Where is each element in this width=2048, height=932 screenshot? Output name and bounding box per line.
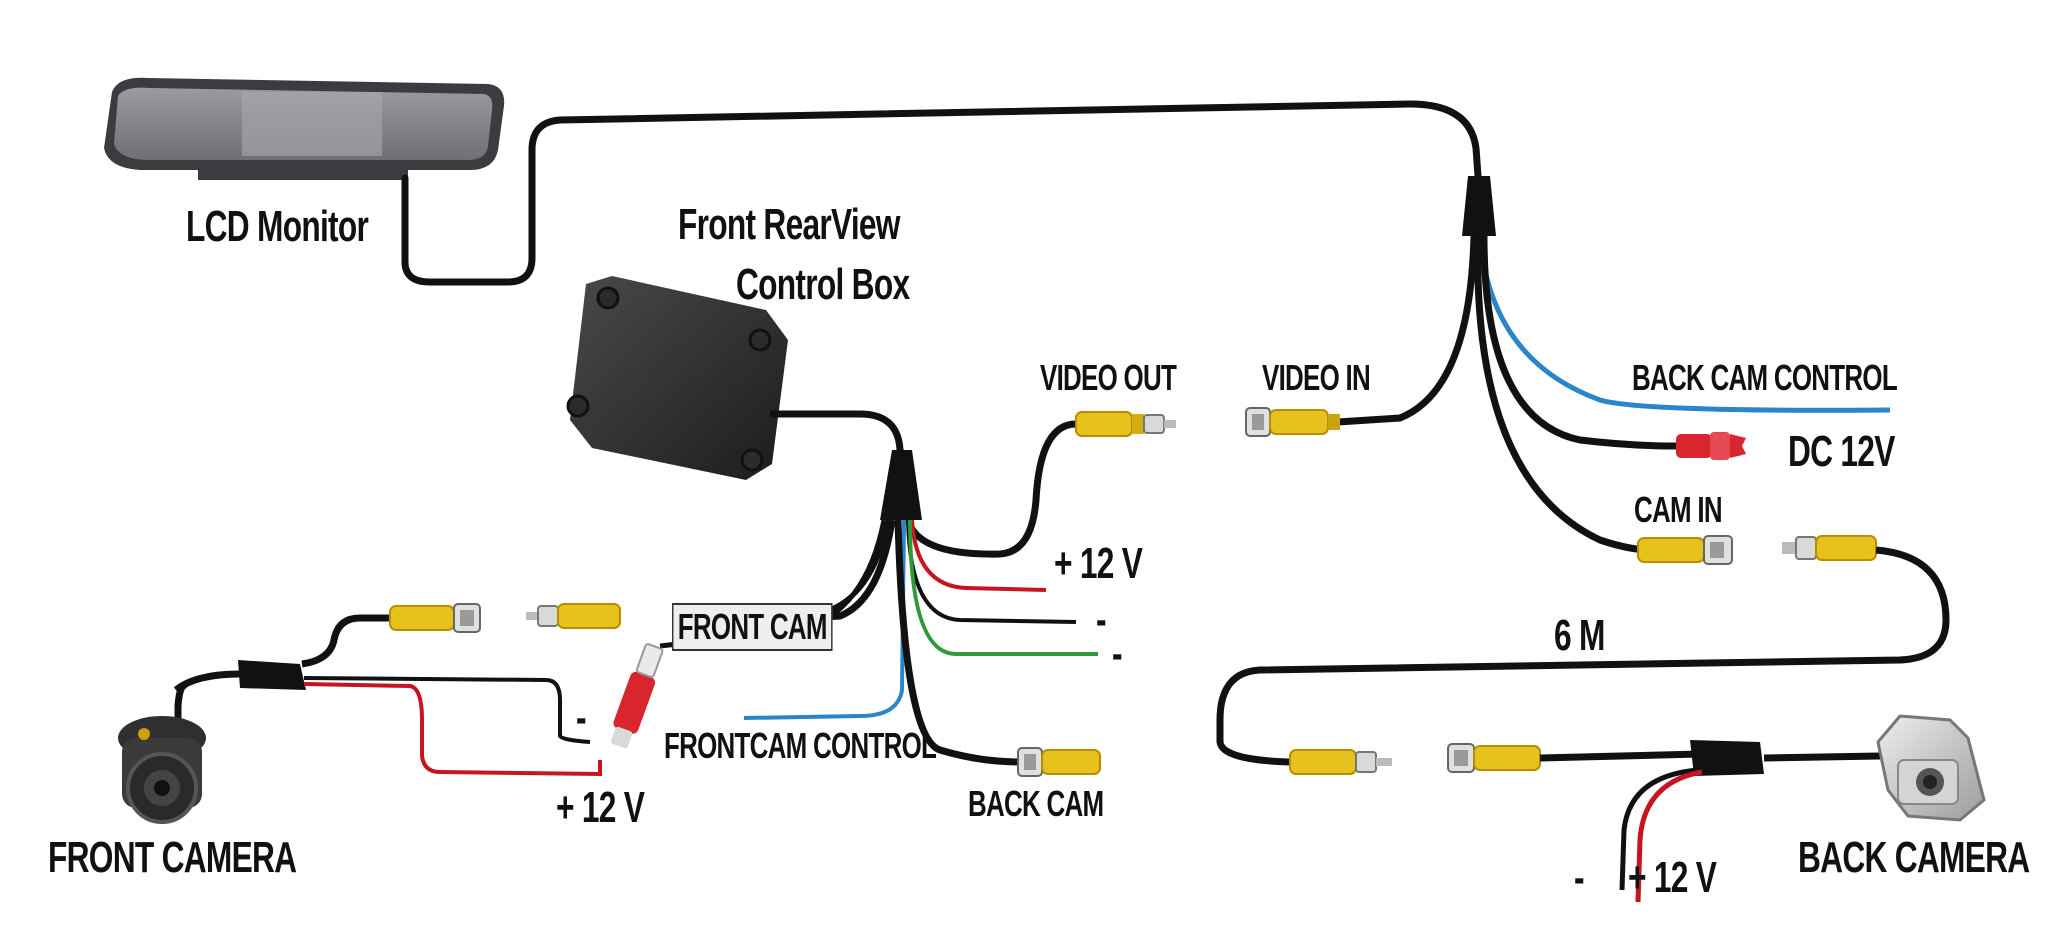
extension-cable-6m	[1216, 535, 1950, 775]
dc12v-connector	[1676, 432, 1746, 460]
back-camera-label: BACK CAMERA	[1798, 833, 2030, 882]
front-camera	[118, 716, 206, 824]
harness-cam-in-wire	[1474, 235, 1651, 554]
control-box-label-line2: Control Box	[736, 260, 910, 309]
harness-blue-wire	[1477, 235, 1891, 413]
lcd-monitor-label: LCD Monitor	[186, 202, 369, 251]
plus12v-back-label: + 12 V	[1628, 853, 1717, 902]
back-cam-label: BACK CAM	[968, 783, 1104, 824]
front-cam-label: FRONT CAM	[672, 603, 833, 651]
front-cam-connector	[526, 603, 621, 629]
control-box	[566, 276, 788, 480]
frontcam-control-blue-wire	[743, 519, 906, 720]
ground-black-wire	[906, 519, 1077, 624]
minus-back-label: -	[1574, 853, 1585, 902]
ground-green-wire	[908, 519, 1098, 656]
front-plus12v-connector	[610, 643, 664, 749]
lcd-monitor	[104, 77, 505, 180]
frontcam-control-label: FRONTCAM CONTROL	[664, 725, 937, 766]
front-camera-label: FRONT CAMERA	[48, 833, 297, 882]
front-cam-wire	[803, 519, 896, 622]
back-cam-control-label: BACK CAM CONTROL	[1632, 357, 1898, 398]
front-camera-harness	[173, 603, 602, 777]
minus-label-1: -	[1096, 595, 1107, 644]
plus12v-red-wire	[910, 519, 1047, 592]
control-box-junction	[880, 450, 922, 520]
video-out-connector	[1075, 411, 1177, 437]
monitor-harness-junction	[1462, 176, 1496, 236]
six-m-label: 6 M	[1554, 611, 1605, 660]
control-box-label-line1: Front RearView	[678, 200, 900, 249]
plus12v-front-label: + 12 V	[556, 783, 645, 832]
dc12v-label: DC 12V	[1788, 427, 1895, 476]
control-box-cable	[770, 410, 906, 456]
video-in-connector	[1245, 407, 1340, 437]
video-in-label: VIDEO IN	[1262, 357, 1371, 398]
harness-dc12v-wire	[1480, 235, 1677, 450]
video-out-label: VIDEO OUT	[1040, 357, 1177, 398]
minus-front-label: -	[576, 693, 587, 742]
back-camera-harness	[1447, 740, 1881, 903]
back-camera	[1876, 714, 1986, 822]
minus-label-2: -	[1112, 629, 1123, 678]
back-cam-connector	[1017, 747, 1101, 777]
plus12v-box-label: + 12 V	[1054, 539, 1143, 588]
back-cam-wire	[894, 519, 1021, 766]
cam-in-connector	[1637, 535, 1733, 565]
video-out-wire	[904, 420, 1077, 558]
cam-in-label: CAM IN	[1634, 489, 1723, 530]
monitor-cable	[401, 100, 1482, 286]
harness-video-in-wire	[1337, 235, 1478, 426]
